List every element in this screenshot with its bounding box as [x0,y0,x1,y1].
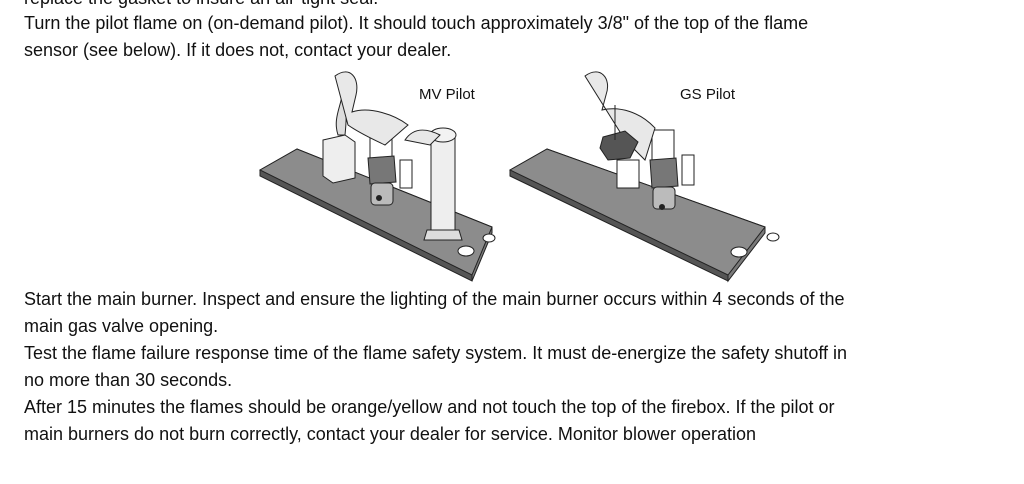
instruction-line: sensor (see below). If it does not, cont… [24,40,452,60]
gs-pilot-label: GS Pilot [680,86,736,103]
cut-off-text-line: replace the gasket to insure an air-tigh… [24,0,378,9]
instruction-line: After 15 minutes the flames should be or… [24,397,835,417]
instruction-line: no more than 30 seconds. [24,370,233,390]
instruction-line: main gas valve opening. [24,316,219,336]
gs-pilot-illustration [508,71,780,283]
mv-pilot-label: MV Pilot [419,86,475,103]
instruction-line: main burners do not burn correctly, cont… [24,424,757,444]
instruction-line: Test the flame failure response time of … [24,343,848,363]
instruction-line: Start the main burner. Inspect and ensur… [24,289,845,309]
mv-pilot-illustration [258,71,496,282]
instruction-line: Turn the pilot flame on (on-demand pilot… [24,13,809,33]
